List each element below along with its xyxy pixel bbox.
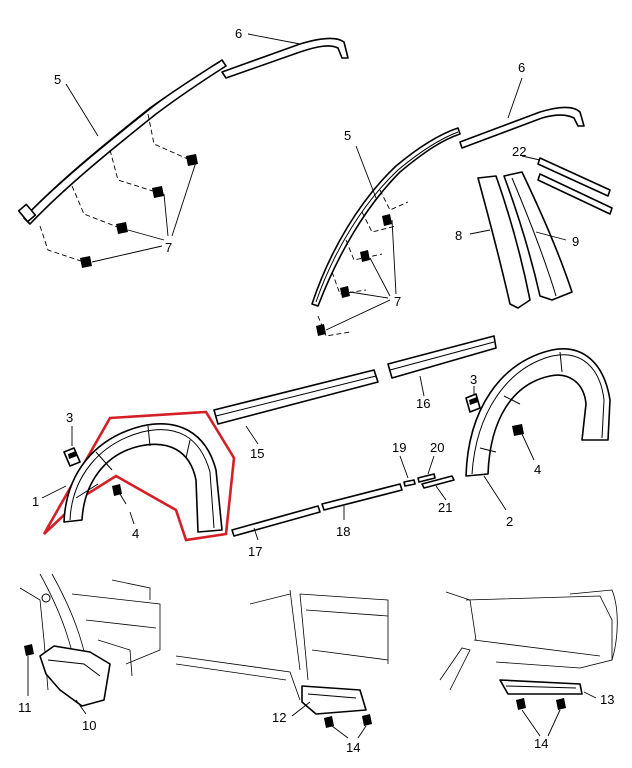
pillar-applique-rear[interactable]	[503, 171, 573, 301]
trim-19[interactable]	[403, 479, 416, 487]
callout-3a: 3	[66, 410, 73, 425]
callout-10: 10	[82, 718, 96, 733]
callout-19: 19	[392, 440, 406, 455]
drip-molding-right[interactable]	[459, 106, 585, 149]
callout-9: 9	[572, 234, 579, 249]
clip-7g[interactable]	[360, 250, 370, 262]
callout-13: 13	[600, 692, 614, 707]
callout-8: 8	[455, 228, 462, 243]
callout-17: 17	[248, 544, 262, 559]
screw-14-middle-a[interactable]	[324, 716, 334, 728]
clip-7f[interactable]	[340, 286, 350, 298]
callout-22: 22	[512, 144, 526, 159]
callout-labels: 6 5 7 6 5 7 22 8 9 3 16 15 3 1 4 4 2 19 …	[18, 26, 614, 755]
rear-wheel-flare-2[interactable]	[465, 348, 611, 477]
detail-middle-splash	[175, 589, 389, 739]
callout-7b: 7	[394, 294, 401, 309]
drip-molding-left[interactable]	[221, 37, 349, 79]
body-side-moldings	[213, 335, 497, 445]
callout-11: 11	[18, 700, 32, 715]
pillar-applique-front[interactable]	[477, 175, 531, 309]
callout-4a: 4	[132, 526, 139, 541]
screw-11[interactable]	[24, 644, 34, 696]
pillar-applique-group	[469, 155, 613, 309]
callout-20: 20	[430, 440, 444, 455]
body-side-molding-15[interactable]	[213, 369, 379, 425]
clip-7a[interactable]	[80, 256, 92, 268]
screw-14-right-a[interactable]	[516, 698, 526, 710]
callout-16: 16	[416, 396, 430, 411]
callout-21: 21	[438, 500, 452, 515]
belt-weatherstrip-22[interactable]	[537, 157, 611, 197]
splash-guard-12[interactable]	[301, 685, 367, 715]
screw-4-right[interactable]	[512, 424, 535, 461]
callout-14b: 14	[534, 736, 548, 751]
callout-12: 12	[272, 710, 286, 725]
clip-7h[interactable]	[382, 214, 392, 226]
callout-2: 2	[506, 514, 513, 529]
callout-6a: 6	[235, 26, 242, 41]
clip-7b[interactable]	[116, 222, 128, 234]
callout-3b: 3	[470, 372, 477, 387]
screw-14-middle-b[interactable]	[362, 714, 372, 726]
roof-molding-right[interactable]	[311, 127, 461, 307]
body-side-molding-16[interactable]	[387, 335, 497, 379]
lower-molding-18[interactable]	[321, 483, 403, 511]
callout-18: 18	[336, 524, 350, 539]
roof-molding-group-right	[311, 77, 585, 337]
trim-21[interactable]	[421, 475, 455, 489]
clip-3-right[interactable]	[465, 393, 481, 413]
trim-20[interactable]	[417, 473, 436, 483]
screw-14-right-b[interactable]	[556, 698, 566, 710]
callout-14a: 14	[346, 740, 360, 755]
lower-door-moldings	[231, 455, 455, 541]
roof-molding-group-left	[17, 33, 349, 268]
callout-5a: 5	[54, 72, 61, 87]
rear-wheel-flare-group	[465, 348, 611, 511]
callout-15: 15	[250, 446, 264, 461]
callout-7a: 7	[165, 240, 172, 255]
clip-7e[interactable]	[316, 324, 326, 336]
clip-7c[interactable]	[152, 186, 164, 198]
lower-molding-17[interactable]	[231, 505, 321, 537]
clip-7d[interactable]	[186, 154, 198, 166]
callout-5b: 5	[344, 128, 351, 143]
callout-1: 1	[32, 494, 39, 509]
roof-molding-left[interactable]	[23, 59, 227, 225]
detail-front-mudguard	[19, 573, 161, 715]
callout-4b: 4	[534, 462, 541, 477]
callout-6b: 6	[518, 60, 525, 75]
detail-rear-splash	[439, 589, 618, 737]
clip-3-left[interactable]	[63, 447, 81, 467]
screw-4-left[interactable]	[112, 484, 127, 505]
front-wheel-flare-group	[41, 410, 236, 542]
front-wheel-flare-1[interactable]	[63, 423, 223, 533]
